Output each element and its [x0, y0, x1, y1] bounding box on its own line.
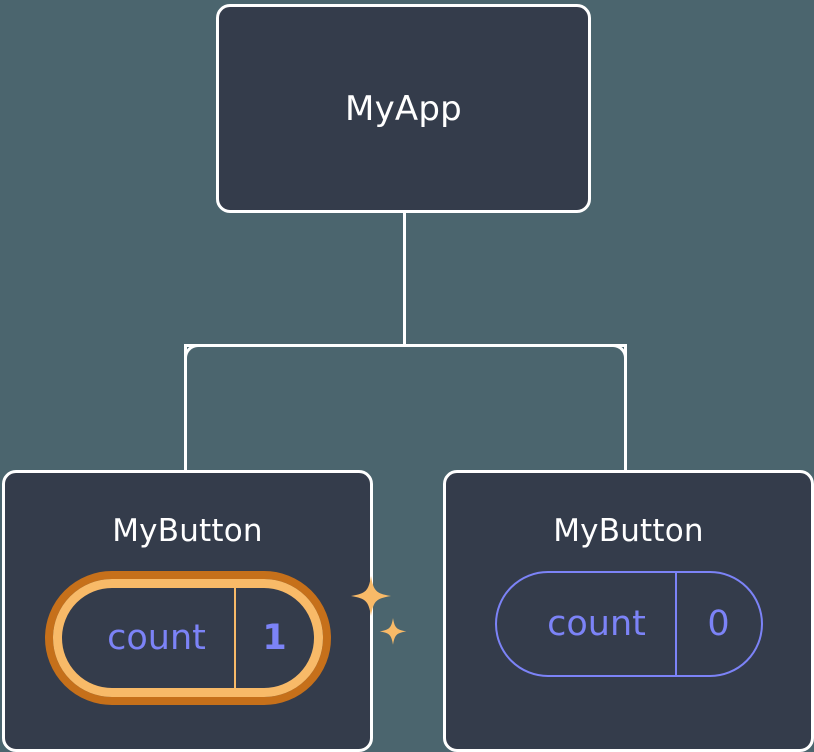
- connector-root-to-bar: [403, 211, 406, 347]
- connector-elbow-left: [184, 344, 210, 370]
- prop-value-left: 1: [233, 588, 314, 688]
- node-myapp-title: MyApp: [345, 88, 462, 129]
- prop-value-right: 0: [674, 573, 761, 675]
- node-myapp[interactable]: MyApp: [216, 4, 591, 213]
- prop-pill-right[interactable]: count 0: [494, 571, 763, 677]
- prop-pill-right-wrap: count 0: [494, 571, 763, 677]
- node-mybutton-right-title: MyButton: [553, 513, 704, 549]
- prop-pill-left-wrap: count 1: [44, 571, 406, 705]
- sparkle-small-icon: [379, 618, 406, 645]
- prop-name-left: count: [107, 617, 206, 658]
- component-tree-diagram: MyApp MyButton count 1 MyButton count 0: [2, 4, 814, 752]
- connector-horizontal-bar: [184, 344, 627, 347]
- node-mybutton-right[interactable]: MyButton count 0: [443, 470, 814, 752]
- node-mybutton-left-title: MyButton: [112, 513, 263, 549]
- prop-name-right: count: [547, 603, 646, 644]
- node-mybutton-left[interactable]: MyButton count 1: [2, 470, 406, 752]
- connector-drop-left: [184, 344, 187, 472]
- prop-pill-left-highlighted[interactable]: count 1: [44, 571, 331, 705]
- connector-elbow-right: [601, 344, 627, 370]
- sparkle-large-icon: [350, 576, 391, 616]
- connector-drop-right: [624, 344, 627, 472]
- prop-pill-left-inner: count 1: [52, 579, 323, 697]
- sparkles-group: [350, 576, 406, 645]
